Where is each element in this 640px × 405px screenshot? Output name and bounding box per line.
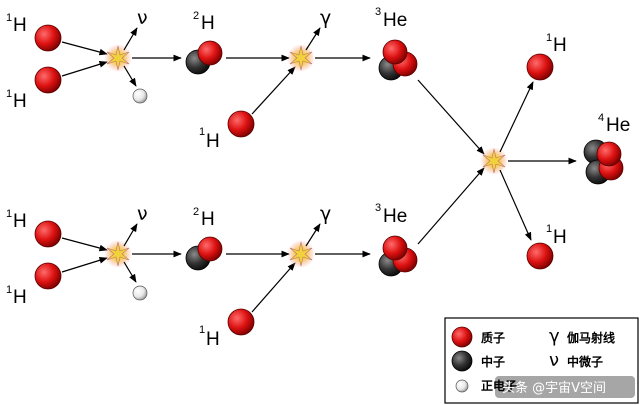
helium-3-nucleus-icon (378, 235, 418, 277)
hydrogen-1-label: H (553, 35, 567, 56)
hydrogen-1-label: H (13, 15, 27, 36)
deuterium-nucleus-icon (185, 236, 223, 271)
proton-icon (526, 53, 554, 81)
isotope-mass-number: 1 (6, 284, 12, 296)
arrow (499, 169, 532, 241)
proton-icon (227, 110, 255, 138)
isotope-mass-number: 1 (6, 12, 12, 24)
proton-icon (34, 220, 62, 248)
fusion-flash-icon (104, 240, 132, 268)
legend-box (444, 317, 639, 404)
arrow (305, 223, 321, 247)
positron-icon (132, 285, 148, 301)
legend-proton-label: 质子 (481, 330, 505, 345)
legend-positron-label: 正电子 (481, 378, 517, 393)
arrow (123, 261, 137, 283)
helium-3-nucleus-icon (378, 39, 418, 81)
legend-neutron-label: 中子 (481, 354, 505, 369)
hydrogen-1-label: H (206, 131, 220, 152)
isotope-mass-number: 1 (199, 324, 205, 336)
arrow (499, 81, 534, 153)
proton-icon (526, 242, 554, 270)
watermark-text: 头条 @宇宙V空间 (502, 380, 606, 396)
top-chain: 1 H 1 H ν 2 H 1 H γ (6, 6, 418, 152)
hydrogen-1-label: H (13, 211, 27, 232)
gamma-symbol: γ (320, 7, 331, 29)
gamma-symbol: γ (320, 203, 331, 225)
arrow (123, 65, 137, 87)
legend-neutrino-symbol: ν (549, 350, 559, 371)
legend-gamma-label: 伽马射线 (567, 330, 615, 345)
isotope-mass-number: 2 (193, 206, 199, 218)
isotope-mass-number: 2 (193, 10, 199, 22)
arrow (417, 79, 485, 155)
neutron-icon (451, 350, 473, 372)
isotope-mass-number: 3 (375, 6, 381, 18)
isotope-mass-number: 1 (546, 32, 552, 44)
neutrino-symbol: ν (137, 7, 148, 29)
deuterium-nucleus-icon (185, 40, 223, 75)
positron-icon (132, 88, 148, 104)
proton-icon (34, 262, 62, 290)
isotope-mass-number: 3 (375, 202, 381, 214)
legend-neutrino-label: 中微子 (567, 354, 603, 369)
helium-4-label: He (606, 115, 630, 136)
arrow (123, 27, 138, 51)
watermark: 头条 @宇宙V空间 (495, 376, 635, 398)
arrow (305, 27, 321, 51)
arrow (251, 262, 296, 313)
proton-icon (34, 66, 62, 94)
fusion-flash-icon (287, 240, 315, 268)
isotope-mass-number: 1 (199, 126, 205, 138)
legend: 质子 中子 正电子 γ 伽马射线 ν 中微子 (444, 317, 639, 404)
deuterium-label: H (201, 209, 215, 230)
fusion-flash-icon (104, 44, 132, 72)
proton-icon (227, 308, 255, 336)
hydrogen-1-label: H (553, 227, 567, 248)
neutrino-symbol: ν (137, 203, 148, 225)
isotope-mass-number: 1 (6, 88, 12, 100)
hydrogen-1-label: H (206, 329, 220, 350)
helium-4-nucleus-icon (583, 139, 624, 185)
isotope-mass-number: 4 (598, 112, 604, 124)
helium-3-label: He (383, 206, 407, 227)
arrow (61, 41, 108, 56)
proton-icon (34, 24, 62, 52)
hydrogen-1-label: H (13, 91, 27, 112)
arrow (61, 257, 108, 273)
deuterium-label: H (201, 13, 215, 34)
arrow (251, 66, 296, 115)
helium-3-label: He (383, 10, 407, 31)
bottom-chain: 1 H 1 H ν 2 H 1 H γ (6, 202, 418, 350)
hydrogen-1-label: H (13, 287, 27, 308)
proton-icon (451, 326, 473, 348)
arrow (123, 223, 138, 247)
arrow (61, 61, 108, 77)
isotope-mass-number: 1 (6, 208, 12, 220)
isotope-mass-number: 1 (546, 223, 552, 235)
positron-icon (455, 379, 469, 393)
fusion-flash-icon (480, 147, 508, 175)
legend-gamma-symbol: γ (549, 326, 560, 347)
arrow (61, 237, 108, 252)
arrow (417, 167, 485, 245)
final-fusion: 1 H 1 H 4 He (417, 32, 630, 270)
fusion-flash-icon (287, 44, 315, 72)
